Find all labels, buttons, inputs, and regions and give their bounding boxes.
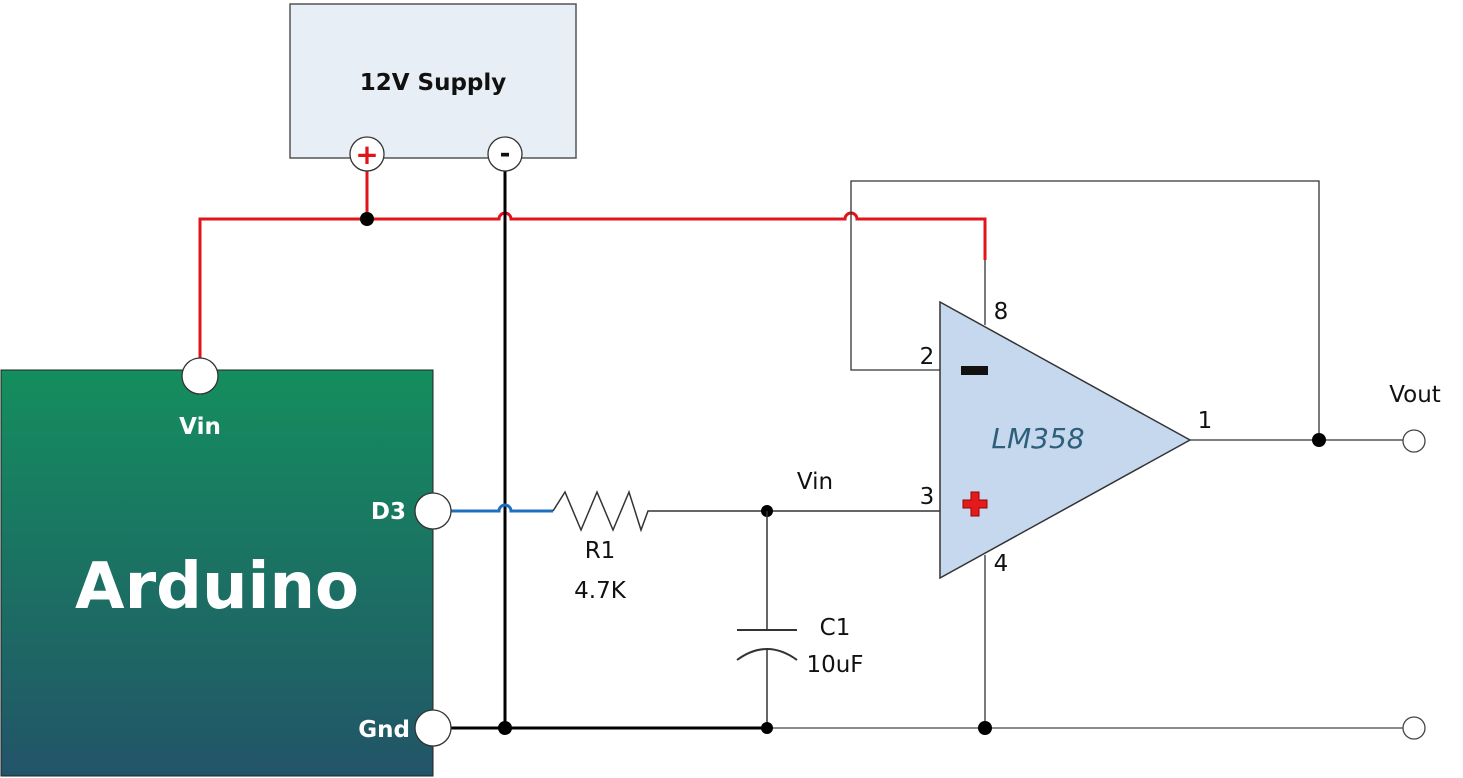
opamp-label: LM358 — [991, 422, 1084, 455]
arduino-board: Vin D3 Gnd Arduino — [0, 369, 434, 777]
minus-icon: - — [500, 139, 511, 169]
pin-8-label: 8 — [994, 299, 1009, 325]
supply-label: 12V Supply — [360, 70, 507, 96]
minus-sign-icon — [961, 366, 988, 375]
pin-2-label: 2 — [920, 344, 935, 370]
arduino-pin-d3-label: D3 — [371, 499, 406, 525]
opamp-lm358: LM358 8 2 3 4 1 — [920, 299, 1213, 580]
ground-wire — [450, 168, 1403, 730]
junction-dot — [360, 212, 374, 226]
arduino-d3-terminal — [414, 492, 452, 530]
resistor-r1: R1 4.7K — [552, 489, 940, 604]
resistor-value: 4.7K — [574, 578, 627, 604]
capacitor-c1 — [736, 511, 798, 728]
ground-output-terminal — [1402, 716, 1426, 740]
node-label-vin: Vin — [797, 469, 833, 495]
junction-dot — [761, 722, 773, 734]
supply-plus-terminal: + — [349, 136, 385, 172]
feedback-wire — [850, 180, 1403, 728]
arduino-label: Arduino — [75, 550, 359, 624]
resistor-name: R1 — [585, 538, 616, 564]
junction-dot — [978, 721, 992, 735]
junction-dot — [498, 721, 512, 735]
capacitor-value: 10uF — [806, 652, 863, 678]
vout-terminal — [1402, 429, 1426, 453]
plus-icon: + — [355, 138, 378, 171]
output-label: Vout — [1389, 382, 1441, 408]
junction-dot — [1312, 433, 1326, 447]
capacitor-name: C1 — [820, 615, 851, 641]
pin-3-label: 3 — [920, 484, 935, 510]
arduino-vin-terminal — [181, 357, 219, 395]
arduino-pin-gnd-label: Gnd — [358, 717, 410, 743]
signal-wire — [450, 503, 553, 513]
pin-4-label: 4 — [994, 551, 1009, 577]
pin-1-label: 1 — [1198, 408, 1213, 434]
supply-box: 12V Supply — [289, 3, 577, 159]
supply-minus-terminal: - — [487, 136, 523, 172]
power-wire — [198, 168, 987, 358]
arduino-pin-vin-label: Vin — [179, 414, 221, 440]
arduino-gnd-terminal — [414, 709, 452, 747]
plus-sign-icon — [962, 491, 988, 517]
